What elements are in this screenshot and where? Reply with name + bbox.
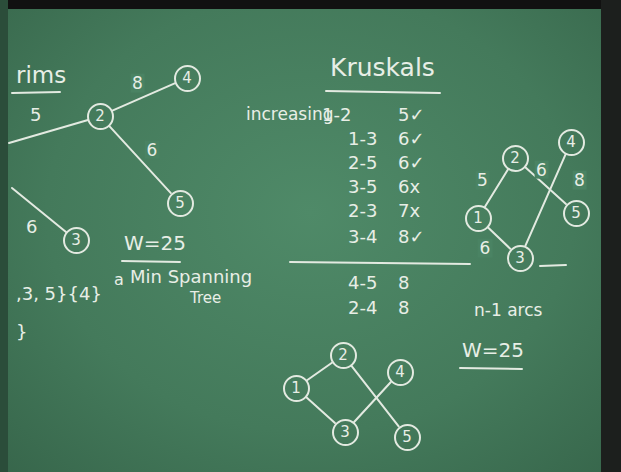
vertex-number: 4 — [566, 135, 576, 150]
vertex-number: 1 — [473, 211, 483, 226]
graph-vertex: 5 — [167, 190, 194, 217]
graph-vertex: 4 — [174, 65, 201, 92]
vertex-number: 1 — [291, 381, 301, 396]
chalk-label: W=25 — [124, 231, 186, 255]
chalk-label: a — [114, 270, 124, 289]
chalk-label: 7x — [398, 200, 420, 222]
graph-vertex: 2 — [330, 342, 357, 369]
chalk-label: Kruskals — [330, 53, 435, 83]
chalk-label: 3-4 — [348, 226, 377, 248]
chalk-label: 6 — [26, 216, 37, 238]
chalk-label: } — [16, 321, 27, 343]
edge-weight: 8 — [130, 74, 145, 93]
graph-vertex: 5 — [394, 424, 421, 451]
board-frame — [601, 0, 621, 472]
chalk-stroke — [540, 265, 566, 266]
vertex-number: 5 — [175, 196, 185, 211]
vertex-number: 3 — [71, 233, 81, 248]
chalk-label: rims — [16, 62, 66, 90]
graph-vertex: 3 — [332, 419, 359, 446]
chalk-label: 5✓ — [398, 104, 425, 126]
graph-vertex: 4 — [558, 129, 585, 156]
chalk-label: 8✓ — [398, 226, 425, 248]
chalk-label: 6x — [398, 176, 420, 198]
vertex-number: 5 — [571, 206, 581, 221]
chalk-label: 2-4 — [348, 297, 377, 319]
underline — [12, 92, 60, 93]
chalk-label: W=25 — [462, 338, 524, 362]
chalk-label: 5 — [30, 104, 41, 126]
graph-vertex: 2 — [87, 103, 114, 130]
graph-edge — [307, 363, 332, 380]
graph-vertex: 3 — [507, 245, 534, 272]
chalk-label: 1-3 — [348, 128, 377, 150]
chalk-label: 1-2 — [322, 104, 351, 126]
edge-weight: 6 — [478, 239, 493, 258]
graph-edge-offboard — [9, 120, 88, 143]
chalk-label: ,3, 5}{4} — [16, 283, 102, 305]
chalk-label: increasing — [246, 104, 333, 124]
edge-weight: 6 — [534, 160, 549, 179]
vertex-number: 2 — [95, 109, 105, 124]
graph-vertex: 1 — [283, 375, 310, 402]
chalk-label: Tree — [190, 289, 221, 307]
graph-vertex: 4 — [387, 359, 414, 386]
edge-weight: 8 — [572, 171, 587, 190]
graph-edge — [525, 154, 565, 245]
underline — [460, 368, 522, 369]
chalk-label: 2-5 — [348, 152, 377, 174]
vertex-number: 3 — [515, 251, 525, 266]
graph-edge — [109, 126, 171, 193]
underline — [326, 91, 440, 93]
chalk-label: 4-5 — [348, 272, 377, 294]
chalk-label: 8 — [398, 297, 409, 319]
graph-edge — [351, 366, 398, 427]
vertex-number: 5 — [402, 430, 412, 445]
chalk-label: 3-5 — [348, 176, 377, 198]
vertex-number: 3 — [340, 425, 350, 440]
graph-vertex: 1 — [465, 205, 492, 232]
chalk-label: 6✓ — [398, 152, 425, 174]
vertex-number: 2 — [510, 151, 520, 166]
vertex-number: 2 — [338, 348, 348, 363]
edge-weight: 5 — [475, 171, 490, 190]
chalk-label: 6✓ — [398, 128, 425, 150]
vertex-number: 4 — [395, 365, 405, 380]
chalk-label: n-1 arcs — [474, 300, 542, 320]
edge-weight: 6 — [145, 140, 160, 159]
board-frame — [0, 0, 621, 9]
underline — [122, 261, 180, 262]
chalk-label: 2-3 — [348, 200, 377, 222]
graph-vertex: 3 — [63, 227, 90, 254]
graph-vertex: 5 — [563, 200, 590, 227]
chalk-label: 8 — [398, 272, 409, 294]
divider-line — [290, 262, 470, 264]
graph-vertex: 2 — [502, 145, 529, 172]
graph-edge — [306, 397, 335, 423]
chalk-label: Min Spanning — [130, 266, 252, 288]
graph-edge — [354, 382, 391, 422]
vertex-number: 4 — [182, 71, 192, 86]
graph-edge-offboard — [12, 188, 66, 232]
board-edge — [0, 0, 8, 472]
